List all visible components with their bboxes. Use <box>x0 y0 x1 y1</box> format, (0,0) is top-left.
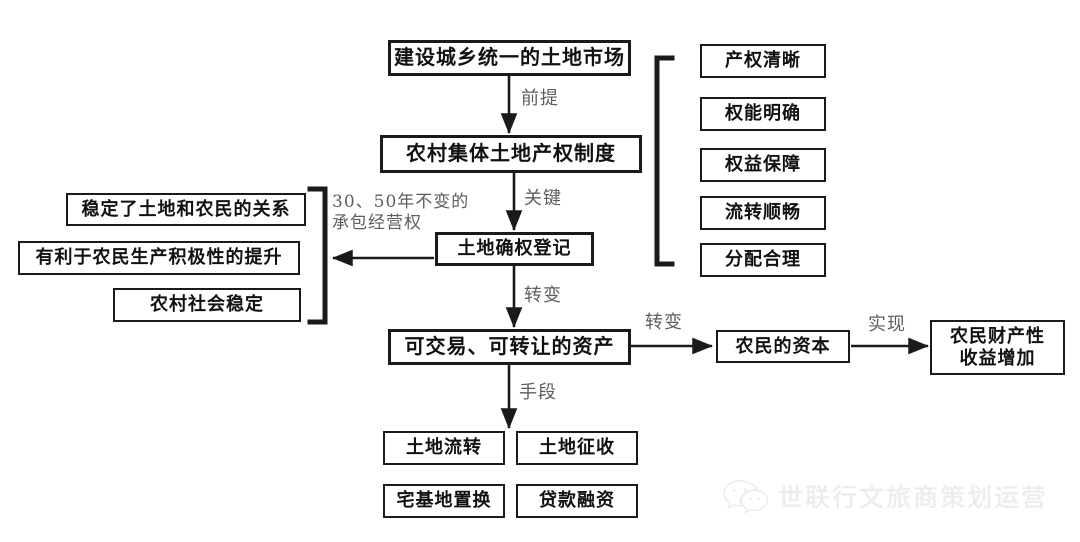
edge-label-contract-right: 30、50年不变的 承包经营权 <box>332 192 469 235</box>
node-rural-stability[interactable]: 农村社会稳定 <box>113 288 301 322</box>
node-tradable-asset[interactable]: 可交易、可转让的资产 <box>388 329 631 365</box>
wechat-icon <box>723 480 768 513</box>
edge-label-contract-right-line1: 30、50年不变的 <box>332 192 470 212</box>
edge-label-contract-right-line2: 承包经营权 <box>332 213 422 234</box>
node-property-income[interactable]: 农民财产性 收益增加 <box>930 320 1065 375</box>
node-property-income-line2: 收益增加 <box>959 347 1036 369</box>
watermark-text: 世联行文旅商策划运营 <box>778 483 1049 512</box>
edge-label-transform: 转变 <box>524 285 562 306</box>
node-land-market[interactable]: 建设城乡统一的土地市场 <box>388 40 631 76</box>
node-land-registration[interactable]: 土地确权登记 <box>435 232 594 266</box>
node-rights-guarantee[interactable]: 权益保障 <box>700 148 826 182</box>
edge-label-key: 关键 <box>524 188 562 209</box>
node-stable-relation[interactable]: 稳定了土地和农民的关系 <box>66 193 306 226</box>
node-farmer-capital[interactable]: 农民的资本 <box>716 330 850 363</box>
node-property-system[interactable]: 农村集体土地产权制度 <box>380 135 642 173</box>
node-fair-allocation[interactable]: 分配合理 <box>700 243 826 277</box>
node-smooth-transfer[interactable]: 流转顺畅 <box>700 196 826 230</box>
node-boost-enthusiasm[interactable]: 有利于农民生产积极性的提升 <box>18 241 300 275</box>
node-land-requisition[interactable]: 土地征收 <box>516 431 638 465</box>
node-property-income-line1: 农民财产性 <box>950 326 1045 348</box>
edge-label-premise: 前提 <box>521 88 559 109</box>
node-land-transfer[interactable]: 土地流转 <box>383 431 505 465</box>
left-group-bracket <box>307 186 328 325</box>
edge-label-transform-2: 转变 <box>645 312 683 333</box>
right-group-bracket <box>654 55 675 267</box>
node-clear-rights[interactable]: 产权清晰 <box>700 44 826 78</box>
node-loan-financing[interactable]: 贷款融资 <box>516 484 638 518</box>
node-homestead-swap[interactable]: 宅基地置换 <box>383 484 505 518</box>
edge-label-means: 手段 <box>519 382 557 403</box>
node-defined-powers[interactable]: 权能明确 <box>700 97 826 131</box>
watermark: 世联行文旅商策划运营 <box>722 478 1048 514</box>
edge-label-realize: 实现 <box>868 314 906 335</box>
